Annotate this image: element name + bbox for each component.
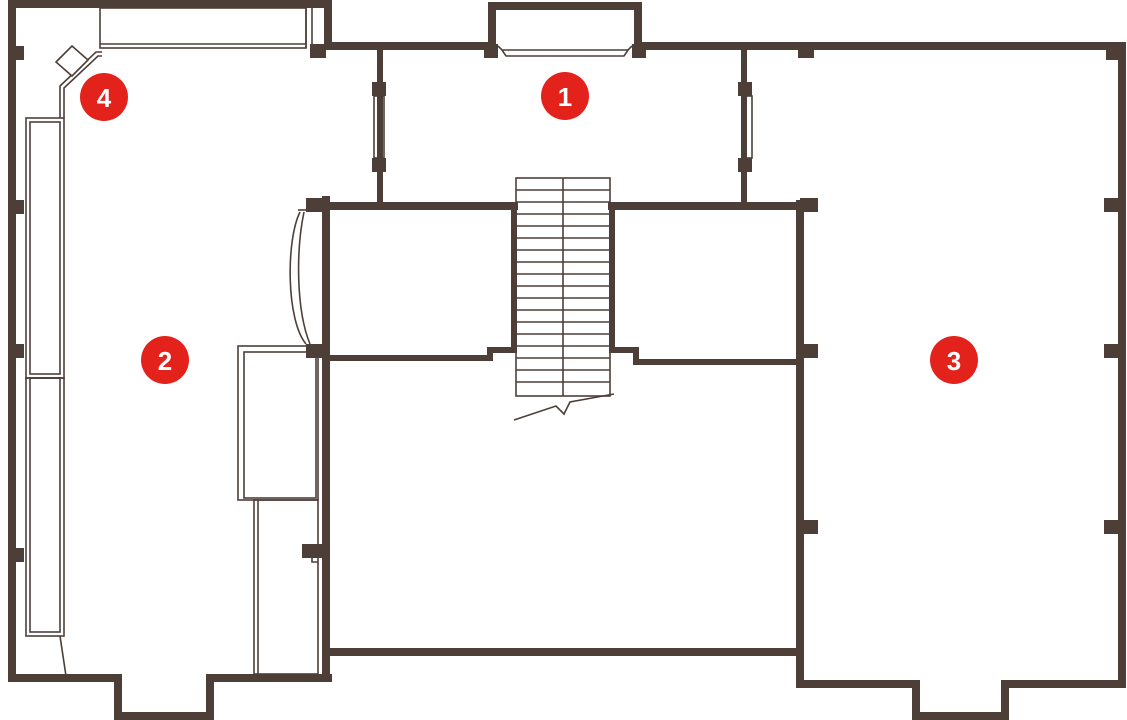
wall-stair-right bbox=[609, 203, 803, 365]
pier bbox=[484, 44, 498, 58]
windows bbox=[25, 7, 753, 677]
marker-label: 1 bbox=[558, 82, 572, 112]
pier bbox=[800, 344, 818, 358]
pier bbox=[8, 200, 24, 214]
pier bbox=[372, 158, 386, 172]
pier bbox=[1104, 198, 1122, 212]
pier bbox=[372, 82, 386, 96]
door-arc bbox=[289, 211, 307, 345]
window-north-west bbox=[99, 7, 307, 49]
stair-break bbox=[513, 393, 615, 421]
pier bbox=[738, 82, 752, 96]
staircase bbox=[513, 177, 615, 421]
window-north-bay bbox=[497, 45, 633, 51]
marker-circle bbox=[930, 336, 978, 384]
pier bbox=[798, 44, 814, 58]
outer-walls bbox=[8, 0, 1126, 720]
corner-fixture bbox=[54, 44, 90, 78]
pier bbox=[632, 44, 646, 58]
hall-window-left bbox=[373, 95, 385, 159]
outer-wall-west bbox=[8, 0, 332, 720]
window-west-lower bbox=[25, 377, 65, 637]
pier bbox=[1104, 344, 1122, 358]
marker-label: 2 bbox=[158, 346, 172, 376]
interior-walls bbox=[322, 47, 804, 688]
hall-window-right bbox=[741, 95, 753, 159]
closet-lower bbox=[253, 499, 319, 675]
pier bbox=[8, 46, 24, 60]
marker-circle bbox=[541, 72, 589, 120]
pier bbox=[310, 44, 326, 58]
marker-label: 4 bbox=[97, 83, 112, 113]
outer-wall-north bbox=[324, 2, 1126, 50]
pier bbox=[1104, 520, 1122, 534]
marker-label: 3 bbox=[947, 346, 961, 376]
room-marker-2[interactable]: 2 bbox=[141, 336, 189, 384]
room-marker-1[interactable]: 1 bbox=[541, 72, 589, 120]
piers bbox=[8, 44, 1122, 562]
room-marker-3[interactable]: 3 bbox=[930, 336, 978, 384]
marker-circle bbox=[80, 73, 128, 121]
room-markers: 1 2 3 4 bbox=[80, 72, 978, 384]
pier bbox=[1106, 46, 1122, 60]
pier bbox=[8, 344, 24, 358]
window-west-upper bbox=[25, 117, 65, 379]
pier bbox=[738, 158, 752, 172]
pier bbox=[306, 344, 326, 358]
pier bbox=[302, 544, 326, 558]
pier bbox=[306, 198, 326, 212]
room-marker-4[interactable]: 4 bbox=[80, 73, 128, 121]
marker-circle bbox=[141, 336, 189, 384]
outer-wall-east bbox=[796, 42, 1126, 720]
pier bbox=[800, 198, 818, 212]
wall-stair-left bbox=[323, 203, 517, 361]
pier bbox=[800, 520, 818, 534]
closet-upper bbox=[237, 345, 319, 501]
pier bbox=[8, 548, 24, 562]
